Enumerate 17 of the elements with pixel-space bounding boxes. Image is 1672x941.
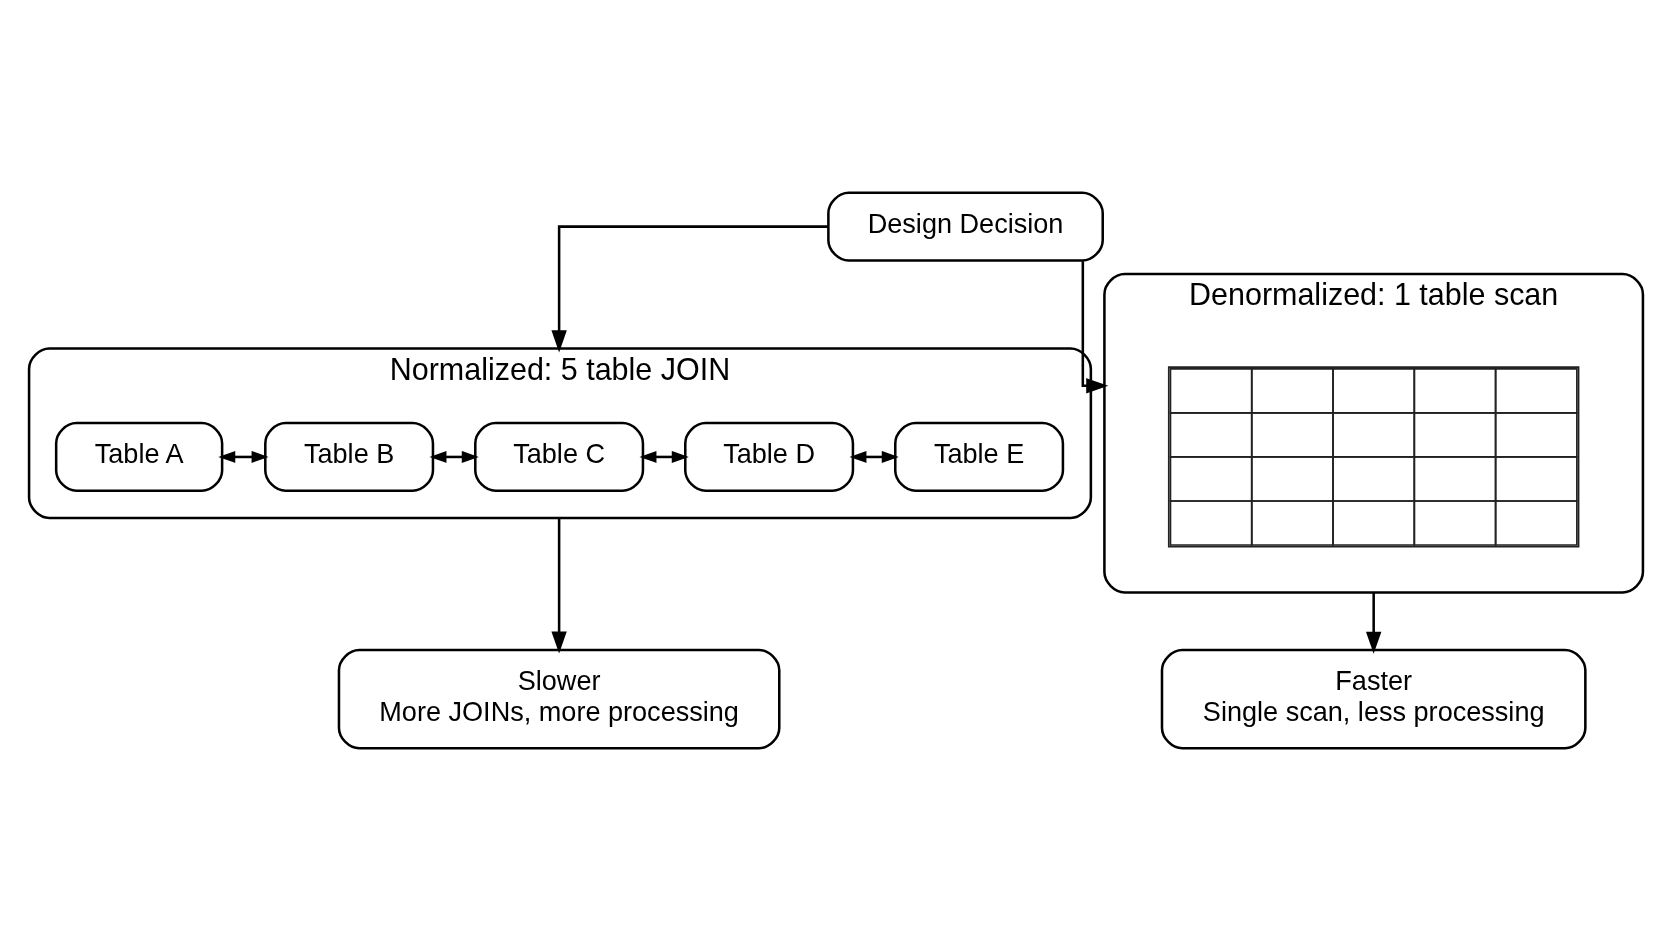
- arrow: [429, 451, 479, 463]
- node-box: Table A: [54, 421, 224, 493]
- arrow: [639, 451, 689, 463]
- cluster: Denormalized: 1 table scan: [1103, 272, 1645, 594]
- node-box: Table C: [474, 421, 645, 493]
- node-box: Slower More JOINs, more processing: [337, 648, 781, 750]
- arrow: [1081, 261, 1109, 394]
- node-box: Faster Single scan, less processing: [1160, 648, 1587, 750]
- node-box: Table B: [264, 421, 435, 493]
- arrow: [849, 451, 899, 463]
- arrow: [1365, 592, 1382, 654]
- arrow: [551, 517, 567, 654]
- node-box: Design Decision: [827, 191, 1104, 262]
- arrow: [218, 451, 269, 463]
- node-box: Table E: [894, 421, 1065, 493]
- arrow: [551, 225, 828, 353]
- node-box: Table D: [684, 421, 855, 493]
